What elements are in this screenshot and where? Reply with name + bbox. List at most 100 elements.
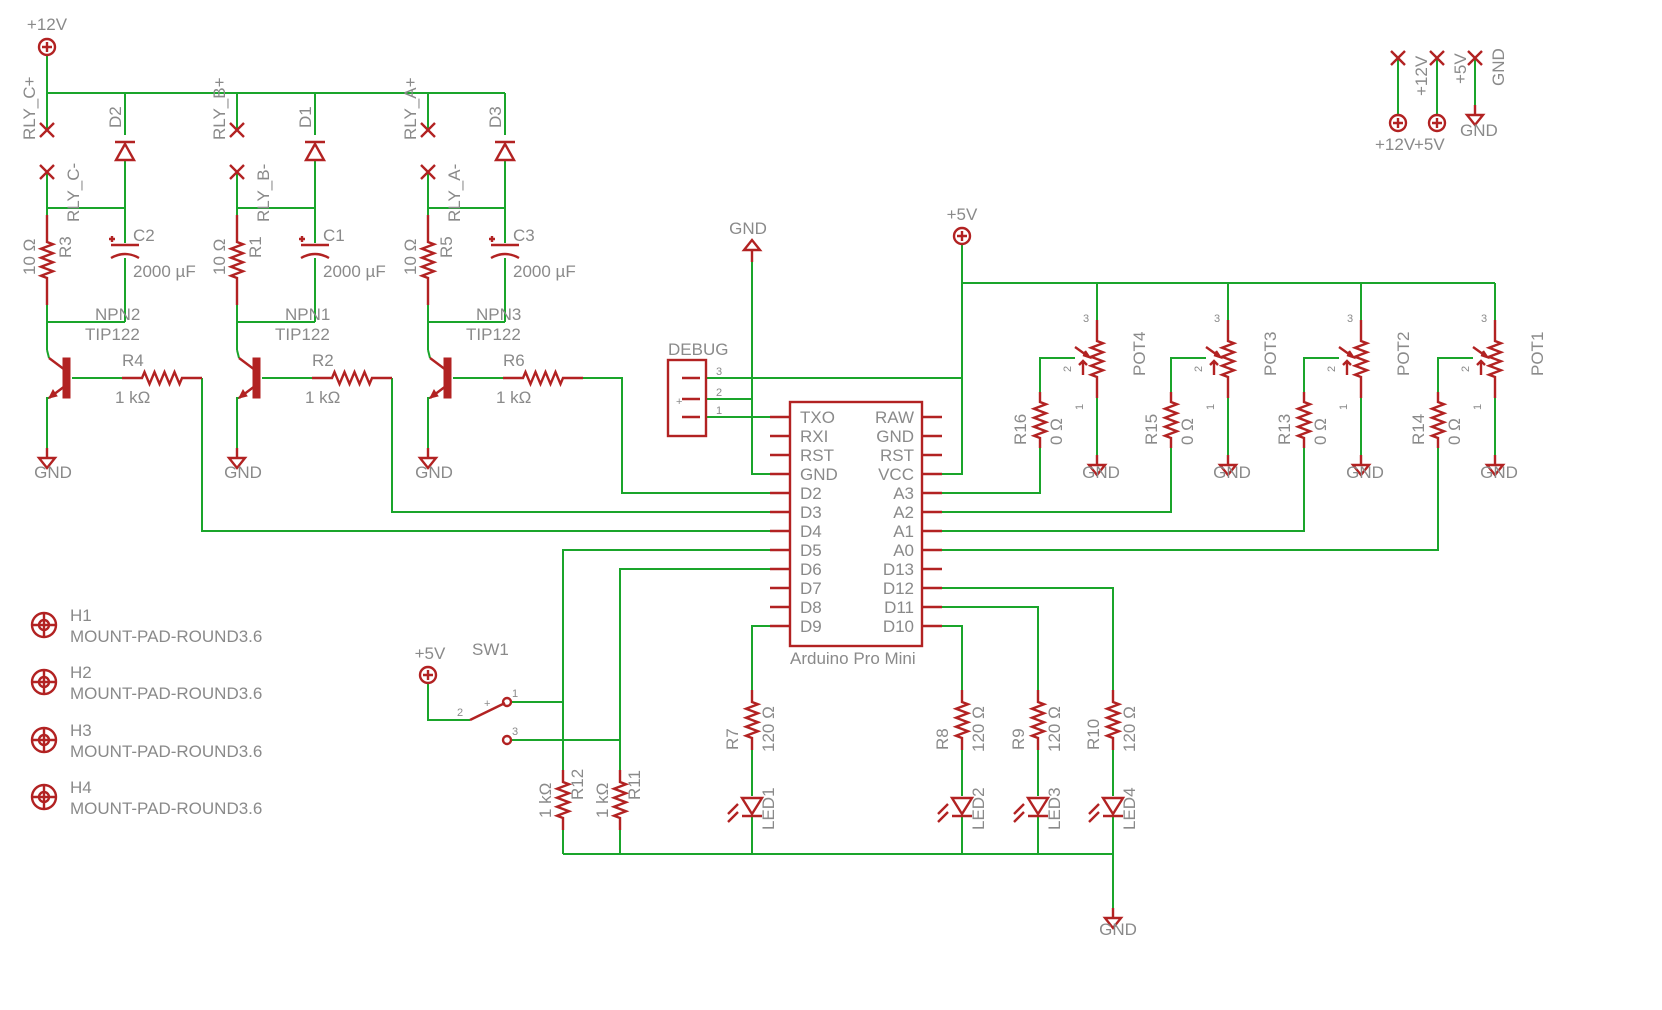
- mount-hole-1-part: MOUNT-PAD-ROUND3.6: [70, 627, 262, 646]
- led-3-r-value: 120 Ω: [1045, 706, 1064, 752]
- header-5v-pin-cross: [1429, 50, 1445, 66]
- led-4-label: LED4: [1120, 787, 1139, 830]
- relay-a-npn-label: NPN3: [476, 305, 521, 324]
- relay-c-pos-label: RLY_C+: [20, 76, 39, 140]
- relay-a-r-base: [503, 368, 583, 388]
- led-1-r: [742, 690, 762, 750]
- relay-b-pos-terminal-cross: [229, 122, 245, 138]
- mcu-pin-label-d5-left: D5: [800, 541, 822, 560]
- pot-2-r-zigzag: [1161, 392, 1181, 448]
- relay-c-r-gate: [37, 215, 57, 305]
- relay-a-npn: [429, 357, 452, 399]
- header-12v-pin: [1390, 50, 1406, 66]
- pot-2-label: POT3: [1261, 332, 1280, 376]
- mcu-pin-label-rst-left: RST: [800, 446, 834, 465]
- relay-b-neg-terminal-cross: [229, 164, 245, 180]
- relay-c-pos-terminal: [39, 122, 55, 138]
- relay-c-diode-label: D2: [106, 106, 125, 128]
- relay-b-r-gate-value: 10 Ω: [210, 239, 229, 275]
- led-1-diode-rays: [727, 803, 739, 823]
- pulldown-r12-label: R12: [568, 769, 587, 800]
- header-symbol-gnd: GND: [1460, 121, 1498, 140]
- pot-4-r-zigzag: [1428, 392, 1448, 448]
- relay-a-cap-curve: [490, 252, 520, 260]
- pot-2-wire-wiper: [1170, 357, 1206, 392]
- mount-hole-2-part: MOUNT-PAD-ROUND3.6: [70, 684, 262, 703]
- led-4-r-value: 120 Ω: [1120, 706, 1139, 752]
- relay-a-npn-arrow: [429, 389, 439, 399]
- relay-a-r-gate: [418, 215, 438, 305]
- header-label-12v: +12V: [1412, 55, 1431, 96]
- mount-hole-1-name: H1: [70, 606, 92, 625]
- mount-hole-4-cross: [32, 785, 56, 809]
- supply-5v-switch-plus: [423, 670, 433, 680]
- led-2-r-label: R8: [933, 728, 952, 750]
- mount-hole-3-name: H3: [70, 721, 92, 740]
- relay-b-gnd-shape: [226, 448, 248, 470]
- relay-b-neg-terminal: [229, 164, 245, 180]
- pot-4-wiper: [1472, 346, 1490, 360]
- relay-c-npn-part: TIP122: [85, 325, 140, 344]
- pot-2-wiper: [1205, 346, 1223, 360]
- relay-c-gnd-shape: [36, 448, 58, 470]
- pot-3-element-zigzag: [1351, 320, 1371, 398]
- wire-d9: [751, 625, 785, 690]
- relay-a-r-gate-value: 10 Ω: [401, 239, 420, 275]
- relay-b-npn-arrow: [238, 389, 248, 399]
- relay-c-npn-label: NPN2: [95, 305, 140, 324]
- relay-c-pos-terminal-cross: [39, 122, 55, 138]
- pot-1-element: [1087, 320, 1107, 398]
- header-5v-supply: [1427, 113, 1447, 133]
- relay-b-npn-part: TIP122: [275, 325, 330, 344]
- pot-4-adjust: [1476, 359, 1486, 375]
- wire-d10: [942, 625, 963, 690]
- pot-1-r-label: R16: [1011, 414, 1030, 445]
- mount-hole-3: [30, 726, 58, 754]
- debug-body: [666, 358, 708, 438]
- mcu-pin-label-d13-right: D13: [883, 560, 914, 579]
- pot-1-wire-wiper: [1039, 357, 1075, 392]
- switch-pin-1: 1: [512, 688, 518, 700]
- relay-b-diode-label: D1: [296, 106, 315, 128]
- mcu-label: Arduino Pro Mini: [790, 649, 916, 668]
- header-gnd-pin-cross: [1467, 50, 1483, 66]
- switch-pin-2: 2: [457, 707, 463, 719]
- pulldown-r11-label: R11: [625, 770, 644, 800]
- pot-1-label: POT4: [1130, 332, 1149, 376]
- relay-a-r-gate-zigzag: [418, 215, 438, 305]
- gnd-bottom-label: GND: [1099, 920, 1137, 939]
- led-3-label: LED3: [1045, 787, 1064, 830]
- led-2-r-zigzag: [952, 690, 972, 750]
- relay-b-r-base-zigzag: [312, 368, 392, 388]
- relay-c-neg-terminal: [39, 164, 55, 180]
- led-2-r-value: 120 Ω: [969, 706, 988, 752]
- pot-4-element-zigzag: [1485, 320, 1505, 398]
- pulldown-r12: [553, 770, 573, 830]
- relay-c-r-base-label: R4: [122, 351, 144, 370]
- pot-2-r: [1161, 392, 1181, 448]
- pulldown-r11-value: 1 kΩ: [593, 783, 612, 818]
- relay-b-r-base: [312, 368, 392, 388]
- gnd-debug-label: GND: [729, 219, 767, 238]
- led-3-r-label: R9: [1009, 728, 1028, 750]
- header-5v-supply-plus: [1432, 118, 1442, 128]
- mount-hole-2: [30, 668, 58, 696]
- pot-4: [1472, 346, 1490, 375]
- led-2-diode-body: [949, 796, 975, 817]
- pot-1-r: [1030, 392, 1050, 448]
- wire-gnd-mcu: [751, 262, 785, 475]
- mcu-pin-label-d6-left: D6: [800, 560, 822, 579]
- relay-c-r-base-value: 1 kΩ: [115, 388, 150, 407]
- relay-c-r-gate-zigzag: [37, 215, 57, 305]
- header-12v-supply: [1388, 113, 1408, 133]
- mcu-pin-label-d7-left: D7: [800, 579, 822, 598]
- pot-3-label: POT2: [1394, 332, 1413, 376]
- header-gnd-pin: [1467, 50, 1483, 66]
- mcu-pin-label-d4-left: D4: [800, 522, 822, 541]
- pot-2-gnd-label: GND: [1213, 463, 1251, 482]
- pot-2: [1205, 346, 1223, 375]
- relay-c-cap-plus: [109, 236, 115, 242]
- pot-4-r: [1428, 392, 1448, 448]
- relay-c-cap-value: 2000 µF: [133, 262, 196, 281]
- mount-hole-4-name: H4: [70, 778, 92, 797]
